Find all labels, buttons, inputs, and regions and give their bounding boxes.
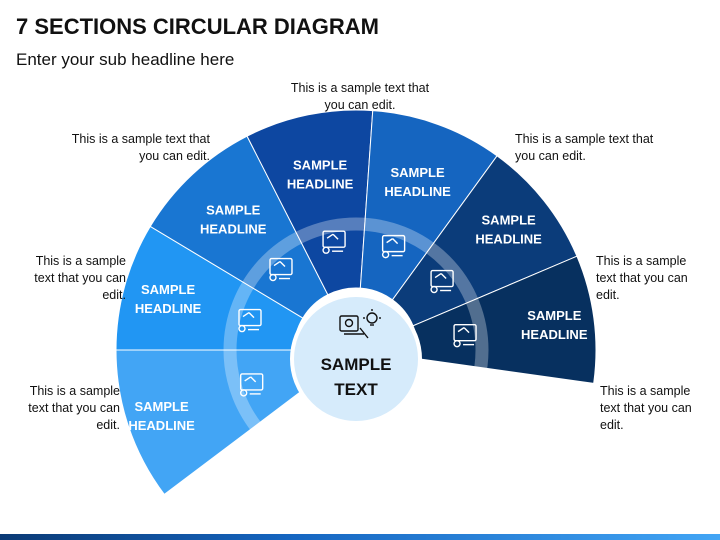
segment-5-label-line2: HEADLINE	[384, 184, 451, 199]
inner-ring	[223, 217, 489, 483]
report-document-icon	[238, 308, 262, 333]
route-path-icon	[269, 257, 293, 282]
segment-5[interactable]	[359, 110, 498, 301]
note-middle-left: This is a sample text that you can edit.	[34, 254, 126, 302]
center-icon	[339, 309, 381, 339]
user-laptop-icon	[322, 230, 346, 254]
org-hierarchy-icon	[453, 323, 477, 348]
segment-3-label-line2: HEADLINE	[200, 221, 267, 236]
note-upper-left: This is a sample text that you can edit.	[71, 132, 210, 163]
note-middle-right: This is a sample text that you can edit.	[596, 254, 688, 302]
segment-2-label-line2: HEADLINE	[135, 301, 202, 316]
presentation-board-icon	[381, 234, 406, 259]
segment-6-label-line1: SAMPLE	[482, 213, 537, 228]
segment-4-label-line2: HEADLINE	[287, 177, 354, 192]
footer-bar	[0, 534, 720, 540]
segment-4[interactable]	[246, 109, 374, 296]
segment-3[interactable]	[149, 135, 329, 319]
presenter-chart-icon	[239, 373, 264, 397]
note-lower-left: This is a sample text that you can edit.	[28, 384, 120, 432]
segment-5-label-line1: SAMPLE	[390, 165, 445, 180]
center-label-line2: TEXT	[334, 380, 378, 399]
center-circle[interactable]	[290, 293, 422, 425]
page-subtitle: Enter your sub headline here	[16, 50, 235, 69]
segment-2-label-line1: SAMPLE	[141, 282, 196, 297]
segment-6-label-line2: HEADLINE	[475, 232, 542, 247]
vision-analysis-icon	[430, 269, 454, 294]
note-top: This is a sample text that you can edit.	[290, 81, 430, 112]
segment-4-label-line1: SAMPLE	[293, 158, 348, 173]
segment-1-label-line2: HEADLINE	[128, 418, 195, 433]
center-label-line1: SAMPLE	[321, 355, 392, 374]
segment-7-label-line2: HEADLINE	[521, 327, 588, 342]
note-upper-right: This is a sample text that you can edit.	[515, 132, 654, 163]
page-title: 7 SECTIONS CIRCULAR DIAGRAM	[16, 14, 380, 39]
segment-3-label-line1: SAMPLE	[206, 202, 261, 217]
segment-7-label-line1: SAMPLE	[527, 308, 582, 323]
segment-1-label-line1: SAMPLE	[135, 399, 190, 414]
segment-6[interactable]	[391, 155, 578, 327]
note-lower-right: This is a sample text that you can edit.	[600, 384, 692, 432]
